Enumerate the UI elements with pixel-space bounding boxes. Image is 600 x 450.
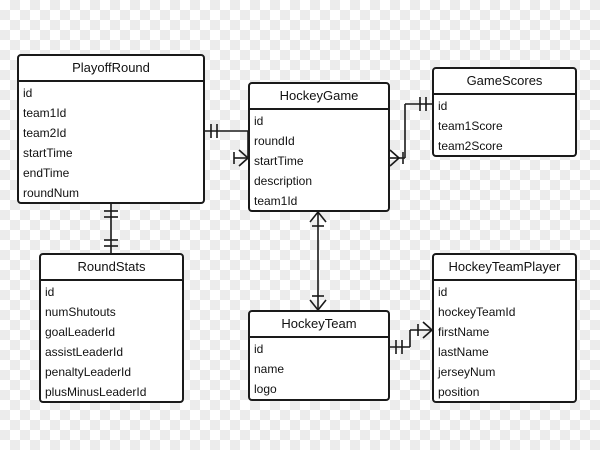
relationship-hockeyteam-hockeyteamplayer [390, 321, 433, 354]
relationship-hockeygame-hockeyteam [309, 211, 327, 311]
field-goalleaderid: goalLeaderId [45, 325, 116, 339]
entity-title: HockeyTeamPlayer [434, 255, 575, 281]
field-position: position [438, 385, 480, 399]
field-id: id [254, 342, 264, 356]
field-id: id [438, 99, 448, 113]
field-team1score: team1Score [438, 119, 503, 133]
field-plusminusleaderid: plusMinusLeaderId [45, 385, 147, 399]
field-assistleaderid: assistLeaderId [45, 345, 124, 359]
entity-roundstats: RoundStats id numShutouts goalLeaderId a… [39, 253, 184, 403]
field-starttime: startTime [254, 154, 304, 168]
entity-hockeyteamplayer: HockeyTeamPlayer id hockeyTeamId firstNa… [432, 253, 577, 403]
field-hockeyteamid: hockeyTeamId [438, 305, 516, 319]
field-numshutouts: numShutouts [45, 305, 116, 319]
entity-hockeyteam: HockeyTeam id name logo [248, 310, 390, 401]
field-lastname: lastName [438, 345, 489, 359]
field-endtime: endTime [23, 166, 70, 180]
field-team1id: team1Id [23, 106, 67, 120]
field-description: description [254, 174, 313, 188]
entity-title: HockeyTeam [250, 312, 388, 338]
entity-title: PlayoffRound [19, 56, 203, 82]
entity-playoffround: PlayoffRound id team1Id team2Id startTim… [17, 54, 205, 204]
field-penaltyleaderid: penaltyLeaderId [45, 365, 132, 379]
field-firstname: firstName [438, 325, 490, 339]
field-id: id [438, 285, 448, 299]
field-team2id: team2Id [23, 126, 67, 140]
field-logo: logo [254, 382, 277, 396]
entity-gamescores: GameScores id team1Score team2Score [432, 67, 577, 157]
entity-title: RoundStats [41, 255, 182, 281]
relationship-playoffround-roundstats [104, 204, 118, 253]
relationship-hockeygame-gamescores [389, 97, 432, 167]
field-jerseynum: jerseyNum [438, 365, 496, 379]
field-id: id [23, 86, 33, 100]
field-name: name [254, 362, 285, 376]
field-roundnum: roundNum [23, 186, 80, 200]
field-id: id [45, 285, 55, 299]
field-team1id: team1Id [254, 194, 298, 208]
relationship-playoffround-hockeygame [205, 124, 249, 167]
entity-title: GameScores [434, 69, 575, 95]
field-id: id [254, 114, 264, 128]
entity-hockeygame: HockeyGame id roundId startTime descript… [248, 82, 390, 212]
field-starttime: startTime [23, 146, 73, 160]
field-team2score: team2Score [438, 139, 503, 153]
entity-title: HockeyGame [250, 84, 388, 110]
field-roundid: roundId [254, 134, 295, 148]
